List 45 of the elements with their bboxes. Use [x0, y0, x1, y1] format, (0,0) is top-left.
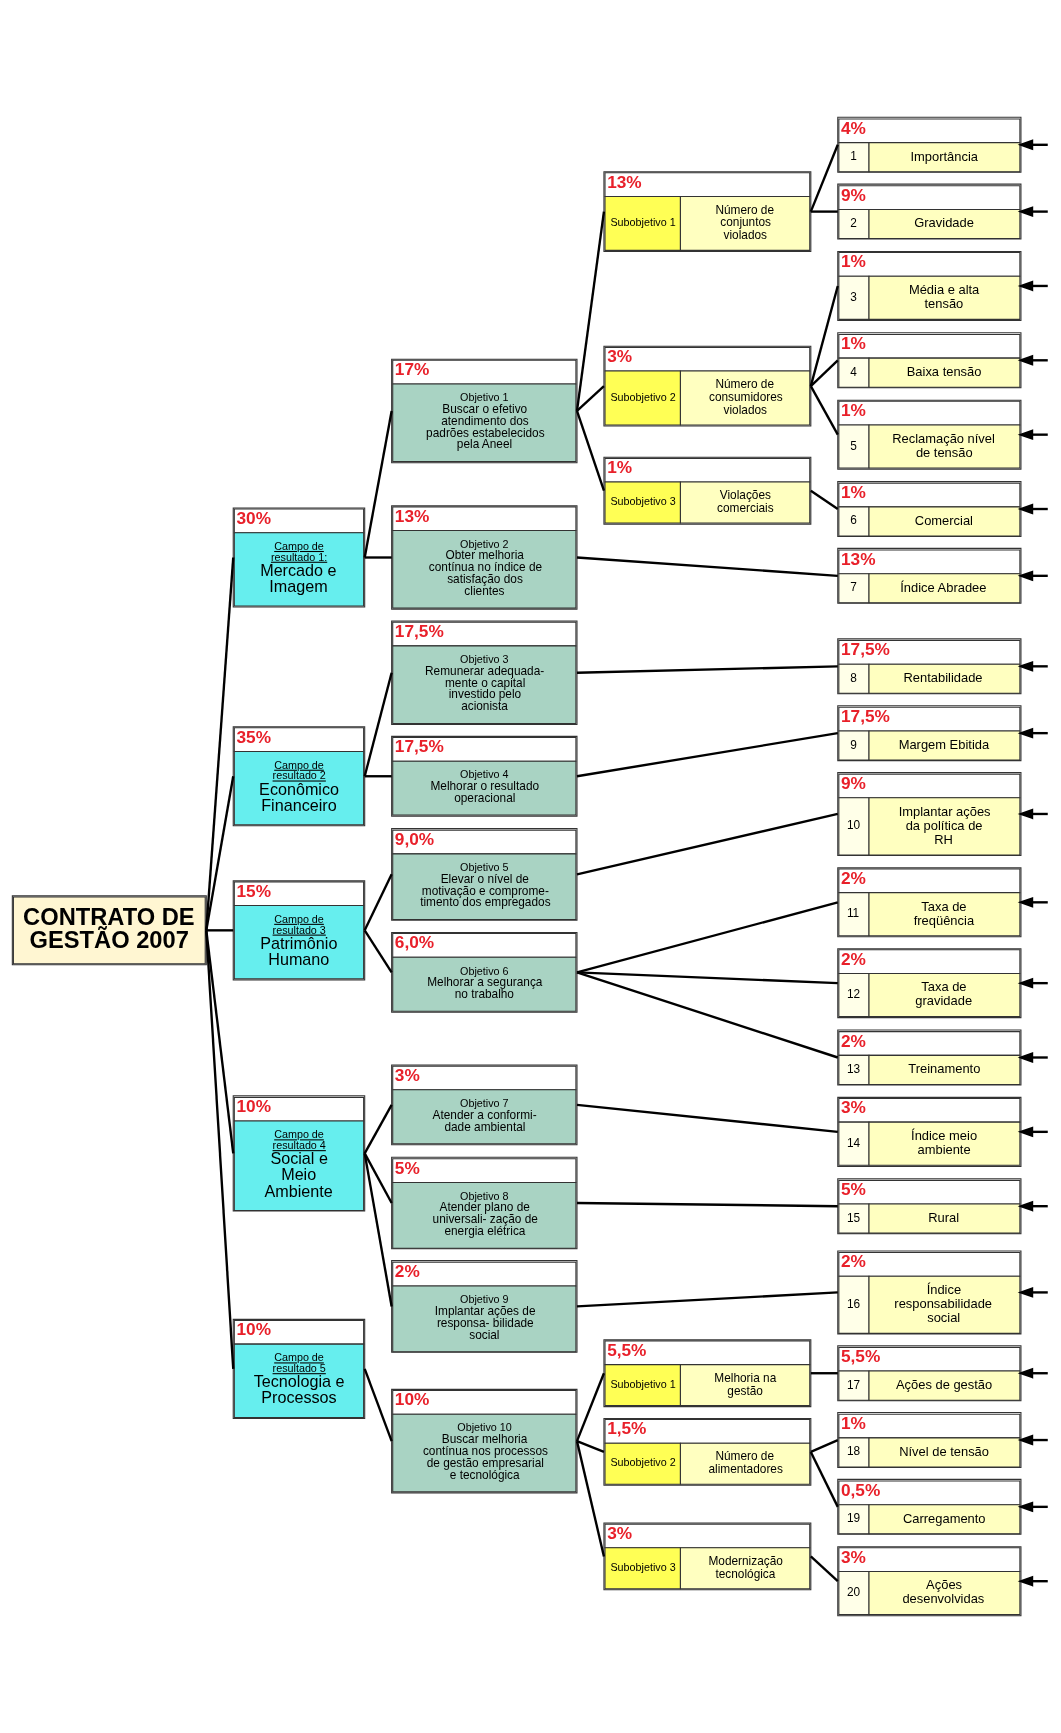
arrow — [1017, 206, 1048, 218]
connector — [575, 1372, 606, 1442]
connector — [363, 1153, 393, 1307]
connector — [576, 1291, 838, 1308]
connector — [363, 1152, 393, 1204]
connector — [364, 775, 392, 778]
arrow — [1017, 429, 1048, 441]
connector — [576, 1201, 838, 1208]
connector — [364, 556, 392, 559]
connector — [809, 285, 839, 387]
connector — [363, 672, 393, 777]
connector — [363, 1104, 393, 1154]
connector — [810, 1372, 838, 1375]
connector — [576, 971, 838, 985]
connector — [363, 1368, 393, 1442]
connector — [576, 901, 839, 974]
connector — [810, 210, 838, 213]
connector — [576, 665, 838, 674]
arrow — [1017, 896, 1048, 908]
connector — [576, 1103, 838, 1134]
connector — [205, 930, 235, 1154]
connector — [809, 1451, 839, 1508]
connector — [810, 1555, 839, 1583]
connector — [810, 489, 839, 510]
connector — [576, 385, 605, 412]
connector — [575, 1440, 606, 1557]
connector — [810, 1438, 839, 1453]
connector — [363, 410, 393, 558]
connector — [576, 971, 839, 1059]
arrow — [1017, 1286, 1048, 1298]
connector — [205, 930, 235, 1369]
connector — [206, 929, 234, 932]
connector — [576, 812, 839, 876]
connector — [205, 557, 235, 931]
connector — [575, 410, 606, 492]
arrow — [1017, 1052, 1048, 1063]
connector — [576, 1440, 605, 1453]
arrow — [1017, 660, 1048, 672]
connector — [809, 144, 839, 213]
connector — [576, 556, 838, 577]
connector — [576, 732, 838, 778]
connector — [363, 873, 393, 931]
connector — [575, 211, 606, 412]
connector — [205, 776, 235, 931]
connector — [810, 359, 839, 388]
